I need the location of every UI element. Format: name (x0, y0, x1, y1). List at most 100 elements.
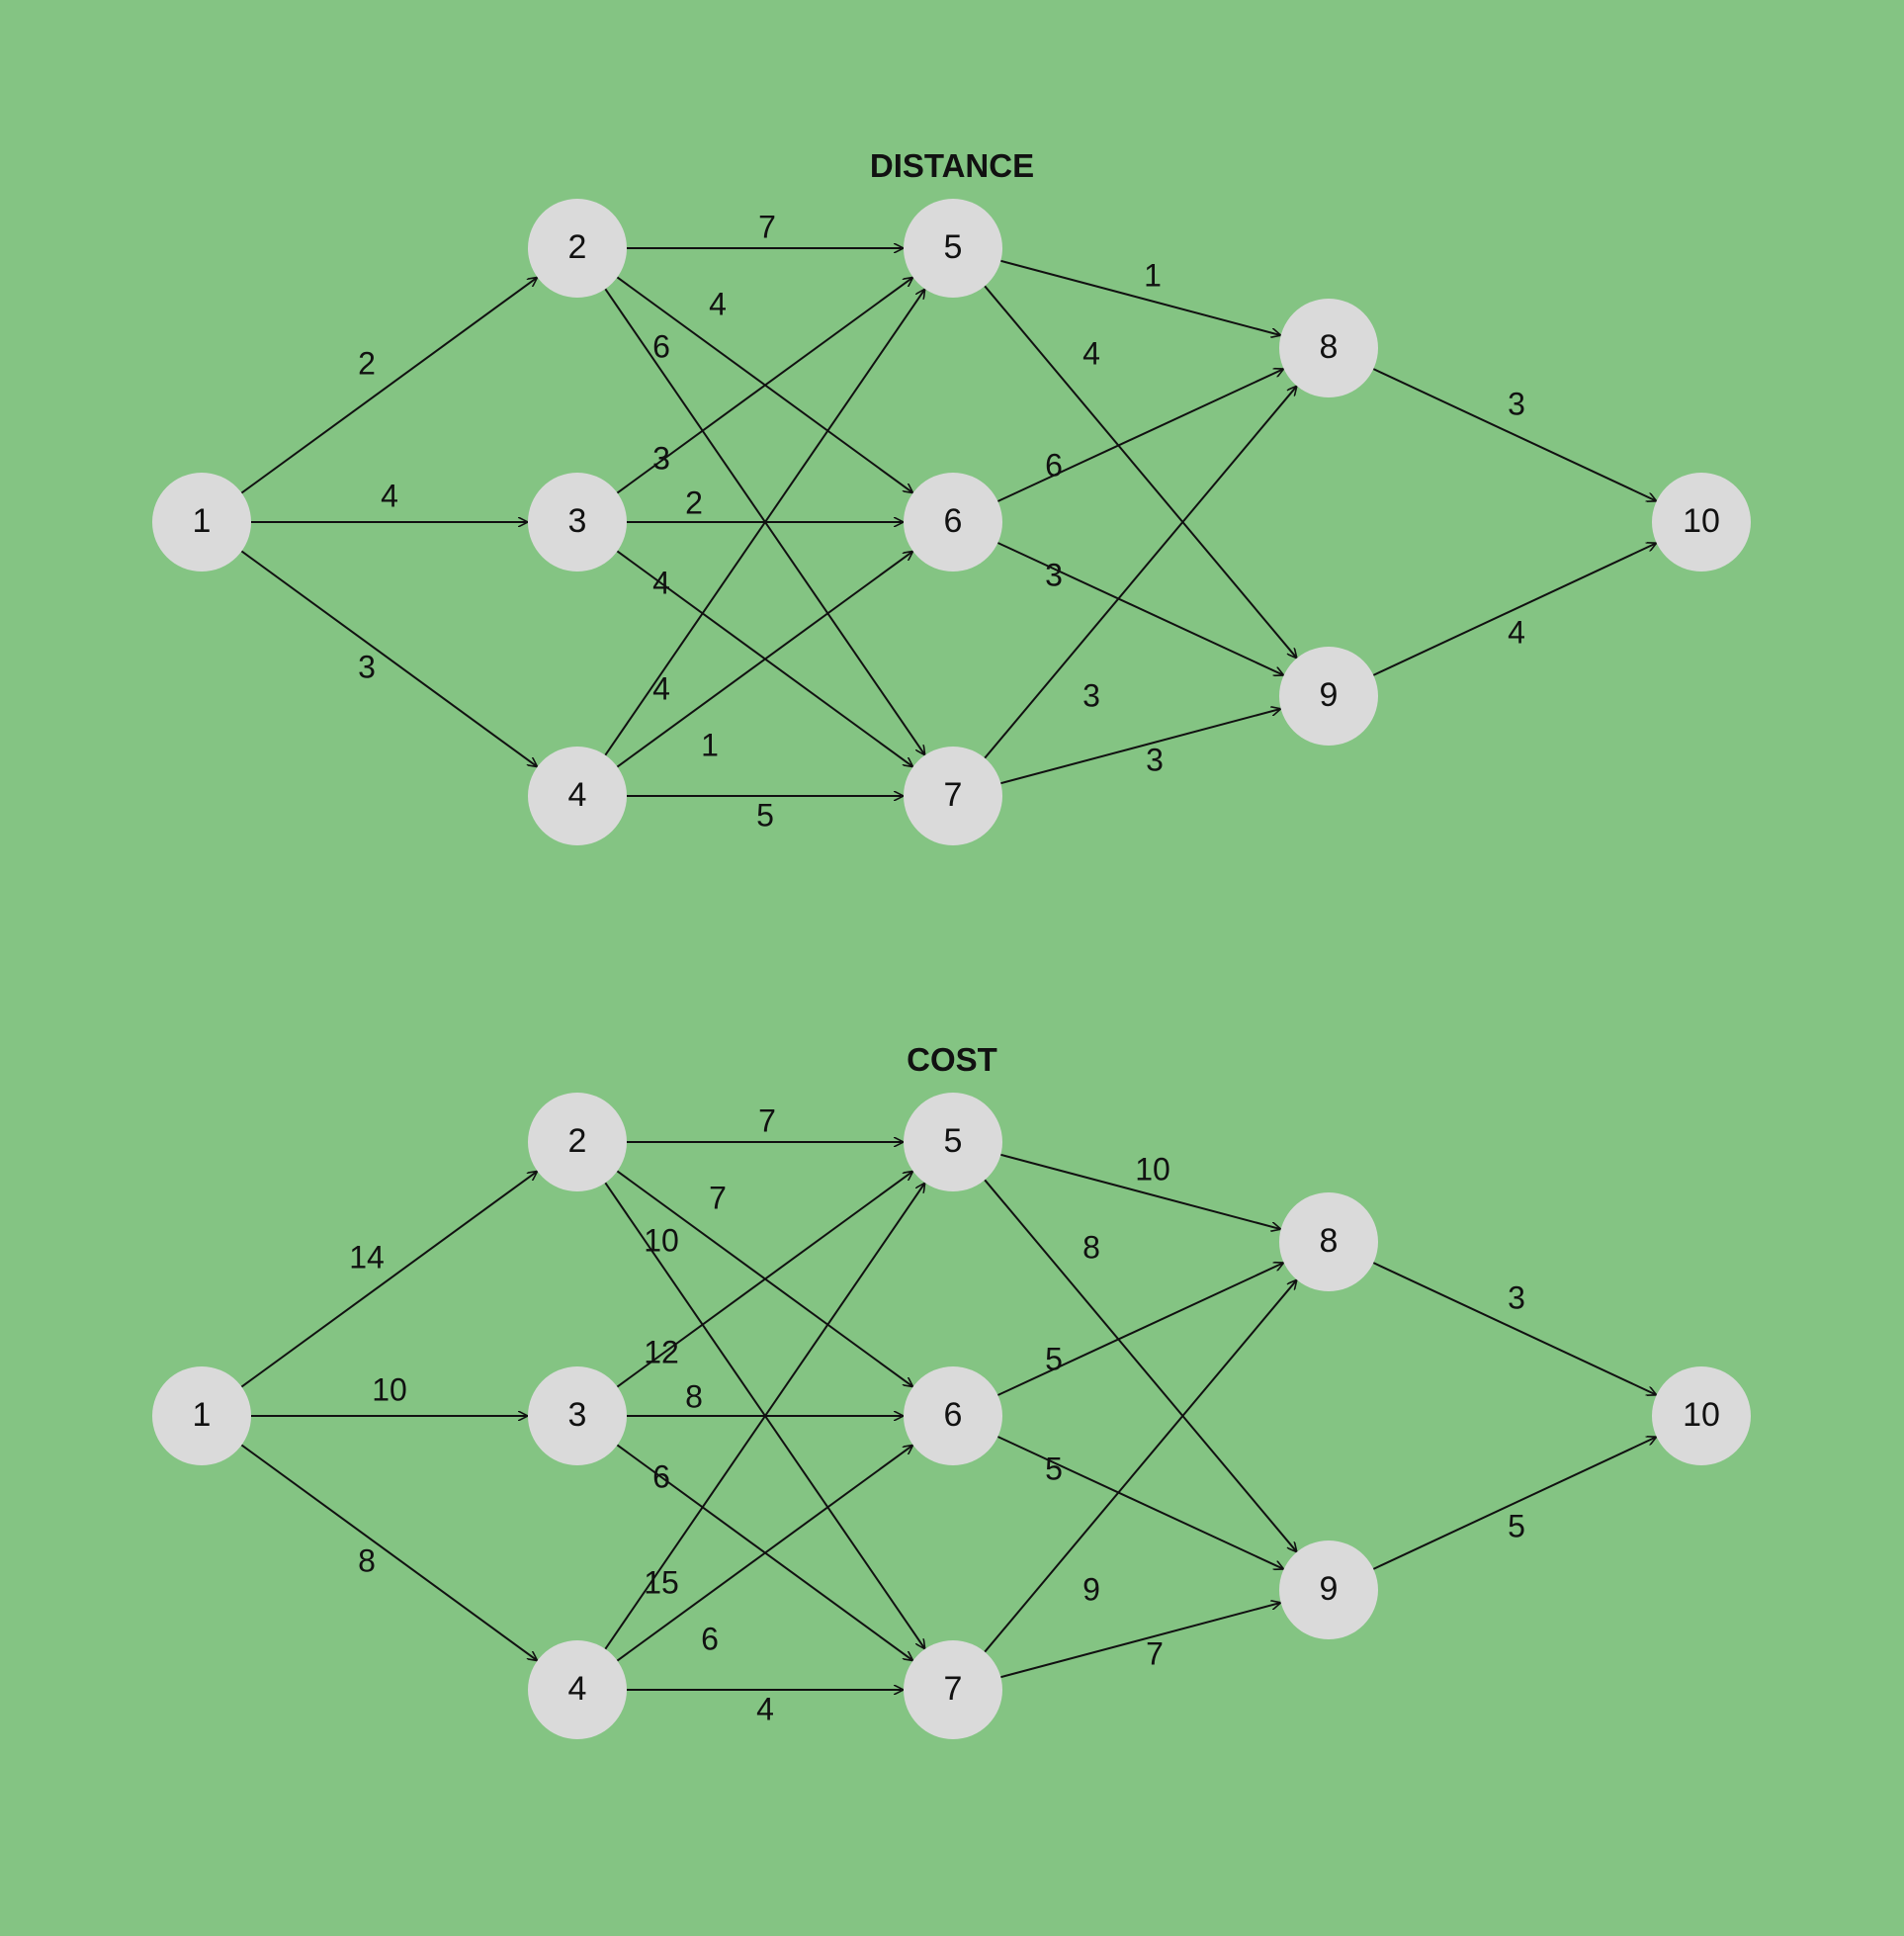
cost-edge-label-2-5: 7 (758, 1102, 776, 1138)
distance-edge-label-4-6: 1 (701, 727, 719, 762)
cost-node-label-10: 10 (1683, 1396, 1720, 1434)
distance-edge-label-6-8: 6 (1045, 447, 1063, 483)
cost-node-label-3: 3 (568, 1396, 587, 1434)
cost-edge-label-6-9: 5 (1045, 1451, 1063, 1486)
distance-node-circle-1 (152, 473, 251, 572)
cost-edge-4-5 (604, 1183, 924, 1650)
cost-edges (240, 1142, 1656, 1690)
distance-node-label-10: 10 (1683, 502, 1720, 540)
distance-node-label-5: 5 (944, 228, 963, 266)
distance-node-label-4: 4 (568, 776, 587, 814)
cost-edge-label-2-6: 7 (709, 1180, 727, 1215)
distance-edge-5-8 (1000, 259, 1280, 335)
cost-edge-5-9 (984, 1179, 1297, 1551)
cost-node-circle-5 (904, 1093, 1002, 1191)
distance-edges (240, 248, 1656, 796)
cost-node-1: 1 (152, 1366, 251, 1465)
distance-edge-4-6 (616, 551, 912, 768)
distance-node-8: 8 (1279, 299, 1378, 397)
cost-node-2: 2 (528, 1093, 627, 1191)
distance-node-label-3: 3 (568, 502, 587, 540)
cost-edge-1-4 (240, 1444, 537, 1660)
distance-edge-6-9 (996, 542, 1283, 675)
cost-node-7: 7 (904, 1640, 1002, 1739)
cost-node-circle-9 (1279, 1540, 1378, 1639)
cost-edge-5-8 (1000, 1153, 1280, 1229)
cost-node-label-9: 9 (1320, 1570, 1339, 1608)
distance-edge-label-2-5: 7 (758, 209, 776, 244)
cost-node-5: 5 (904, 1093, 1002, 1191)
cost-edge-3-5 (616, 1171, 912, 1388)
distance-edge-4-5 (604, 289, 924, 756)
cost-edge-7-9 (1000, 1603, 1280, 1679)
distance-edge-label-2-7: 6 (652, 328, 670, 364)
distance-node-label-7: 7 (944, 776, 963, 814)
distance-edge-label-8-10: 3 (1508, 386, 1525, 421)
distance-node-label-1: 1 (193, 502, 212, 540)
cost-edge-label-3-5: 12 (644, 1334, 679, 1369)
cost-node-label-1: 1 (193, 1396, 212, 1434)
cost-edge-label-3-6: 8 (685, 1378, 703, 1414)
distance-node-5: 5 (904, 199, 1002, 298)
distance-node-circle-7 (904, 747, 1002, 845)
distance-edge-label-1-2: 2 (358, 345, 376, 381)
cost-edge-6-9 (996, 1436, 1283, 1569)
cost-edge-label-3-7: 6 (652, 1458, 670, 1494)
cost-edge-label-9-10: 5 (1508, 1508, 1525, 1543)
distance-edge-1-4 (240, 550, 537, 766)
cost-edge-label-2-7: 10 (644, 1222, 679, 1258)
cost-node-3: 3 (528, 1366, 627, 1465)
cost-node-circle-1 (152, 1366, 251, 1465)
cost-node-10: 10 (1652, 1366, 1751, 1465)
distance-edge-1-2 (240, 277, 537, 494)
distance-node-4: 4 (528, 747, 627, 845)
cost-edge-label-6-8: 5 (1045, 1341, 1063, 1376)
cost-edge-label-1-3: 10 (372, 1371, 407, 1407)
cost-node-label-8: 8 (1320, 1222, 1339, 1260)
cost-edge-label-1-2: 14 (349, 1239, 385, 1275)
cost-edge-label-5-8: 10 (1135, 1151, 1170, 1187)
distance-node-7: 7 (904, 747, 1002, 845)
distance-edge-label-3-7: 4 (652, 565, 670, 600)
distance-edge-label-3-6: 2 (685, 484, 703, 520)
distance-node-2: 2 (528, 199, 627, 298)
cost-edge-1-2 (240, 1171, 537, 1388)
distance-edge-7-8 (984, 386, 1297, 759)
distance-node-6: 6 (904, 473, 1002, 572)
cost-edge-label-7-8: 9 (1082, 1571, 1100, 1607)
distance-edge-label-5-9: 4 (1082, 335, 1100, 371)
cost-node-circle-8 (1279, 1192, 1378, 1291)
cost-node-circle-2 (528, 1093, 627, 1191)
distance-edge-8-10 (1372, 368, 1656, 501)
distance-node-circle-6 (904, 473, 1002, 572)
distance-node-circle-9 (1279, 647, 1378, 746)
distance-node-label-8: 8 (1320, 328, 1339, 366)
cost-node-6: 6 (904, 1366, 1002, 1465)
cost-node-circle-3 (528, 1366, 627, 1465)
distance-node-circle-4 (528, 747, 627, 845)
distance-node-label-9: 9 (1320, 676, 1339, 714)
distance-edge-3-5 (616, 277, 912, 494)
cost-node-circle-10 (1652, 1366, 1751, 1465)
cost-node-label-2: 2 (568, 1122, 587, 1160)
cost-edge-label-1-4: 8 (358, 1542, 376, 1578)
distance-edge-6-8 (996, 369, 1283, 502)
cost-edge-8-10 (1372, 1262, 1656, 1395)
cost-node-label-6: 6 (944, 1396, 963, 1434)
distance-node-3: 3 (528, 473, 627, 572)
distance-edge-9-10 (1372, 543, 1656, 676)
distance-node-label-2: 2 (568, 228, 587, 266)
distance-edge-5-9 (984, 285, 1297, 658)
cost-edge-label-8-10: 3 (1508, 1279, 1525, 1315)
distance-edge-7-9 (1000, 709, 1280, 785)
cost-edge-7-8 (984, 1279, 1297, 1653)
distance-graph-title: DISTANCE (870, 147, 1034, 184)
cost-node-8: 8 (1279, 1192, 1378, 1291)
distance-node-label-6: 6 (944, 502, 963, 540)
distance-node-circle-3 (528, 473, 627, 572)
